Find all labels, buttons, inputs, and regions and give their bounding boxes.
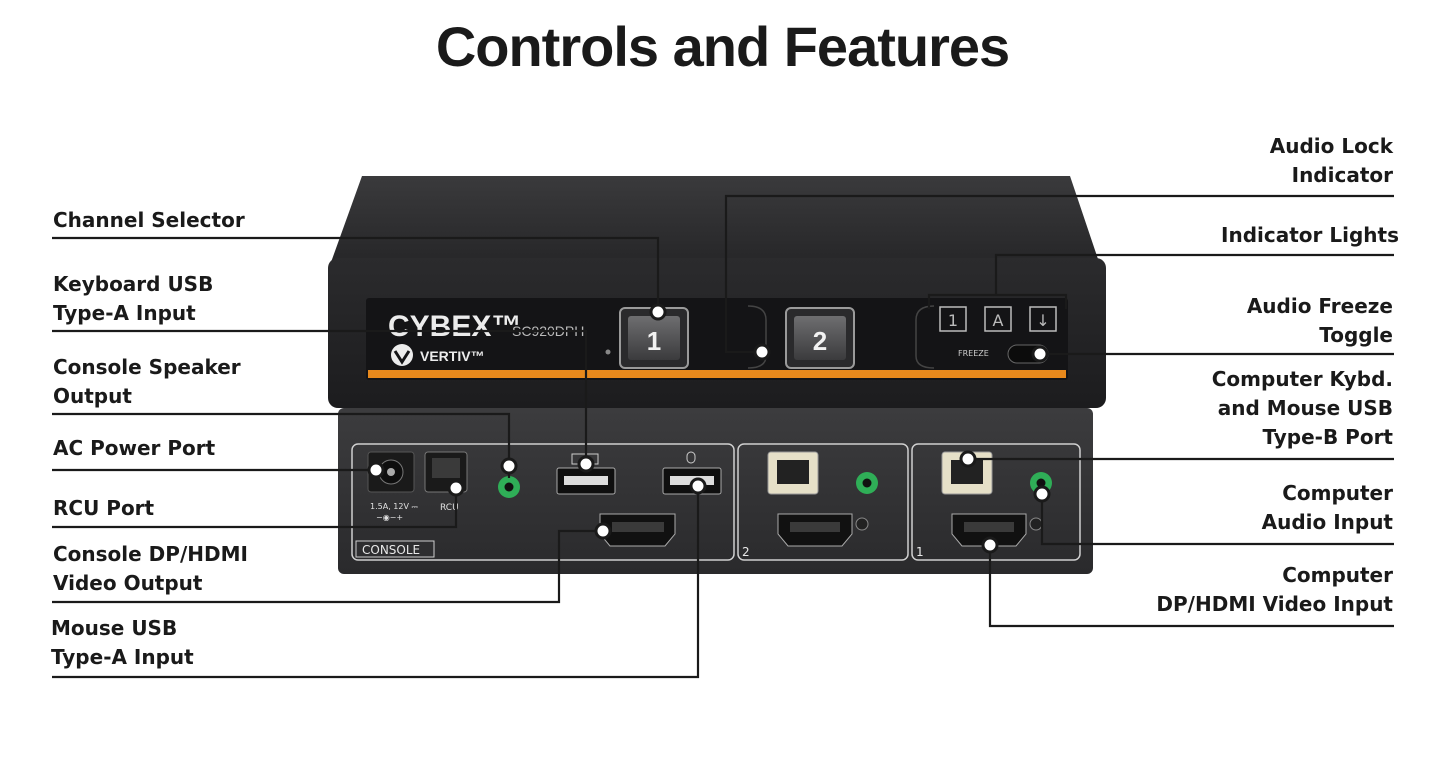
label-console-video-output: Console DP/HDMI Video Output — [53, 542, 248, 595]
indicator-1-label: 1 — [948, 311, 958, 330]
label-indicator-lights: Indicator Lights — [1221, 223, 1399, 247]
label-console-speaker-output: Console Speaker Output — [53, 355, 241, 408]
line-indicator-lights — [994, 253, 1394, 295]
brand-logo-text: CYBEX™ — [388, 310, 521, 343]
channel-1-button[interactable]: 1 — [619, 307, 689, 369]
svg-text:−◉−+: −◉−+ — [376, 513, 403, 522]
indicator-lights: 1 A ↓ — [939, 306, 1057, 332]
port-group-1-label: 1 — [916, 545, 924, 559]
page-title: Controls and Features — [435, 15, 1010, 78]
line-mouse-usb — [52, 486, 700, 679]
callout-dots — [367, 303, 1051, 554]
label-audio-lock-indicator: Audio Lock Indicator — [1269, 134, 1393, 187]
label-mouse-usb-input: Mouse USB Type-A Input — [51, 616, 194, 669]
line-keyboard-usb — [52, 329, 588, 464]
line-computer-audio — [1040, 494, 1394, 546]
line-console-video — [52, 529, 602, 604]
label-keyboard-usb-input: Keyboard USB Type-A Input — [53, 272, 214, 325]
label-rcu-port: RCU Port — [53, 496, 155, 520]
channel-1-label: 1 — [647, 326, 661, 356]
freeze-label: FREEZE — [958, 349, 989, 358]
indicator-lock-label: ↓ — [1036, 311, 1049, 330]
console-label: CONSOLE — [362, 543, 420, 557]
label-computer-video-input: Computer DP/HDMI Video Input — [1156, 563, 1393, 616]
label-computer-audio-input: Computer Audio Input — [1261, 481, 1393, 534]
vertiv-logo-icon — [391, 344, 413, 366]
line-channel-selector — [52, 236, 660, 312]
power-spec-label: 1.5A, 12V ⎓ — [370, 502, 418, 511]
line-audio-lock — [724, 194, 1394, 354]
label-channel-selector: Channel Selector — [53, 208, 245, 232]
front-unit: CYBEX™ SC920DPH VERTIV™ 1 2 1 A ↓ FREEZE — [328, 176, 1106, 408]
rcu-label: RCU — [440, 503, 459, 513]
channel-2-button[interactable]: 2 — [785, 307, 855, 369]
rear-panel: CONSOLE 2 1 1.5A, 12V ⎓ −◉−+ RCU — [338, 408, 1093, 574]
label-ac-power-port: AC Power Port — [53, 436, 216, 460]
maker-logo-text: VERTIV™ — [420, 348, 485, 364]
label-computer-usb-port: Computer Kybd. and Mouse USB Type-B Port — [1211, 367, 1393, 449]
label-audio-freeze-toggle: Audio Freeze Toggle — [1246, 294, 1393, 347]
line-rcu — [52, 488, 458, 529]
port-group-2-label: 2 — [742, 545, 750, 559]
indicator-a-label: A — [993, 311, 1004, 330]
channel-2-label: 2 — [813, 326, 827, 356]
line-console-speaker — [52, 412, 511, 478]
callout-lines — [52, 194, 1394, 679]
orange-accent-strip — [368, 370, 1066, 378]
line-computer-video — [988, 545, 1394, 628]
line-indicator-bracket — [927, 293, 1068, 309]
